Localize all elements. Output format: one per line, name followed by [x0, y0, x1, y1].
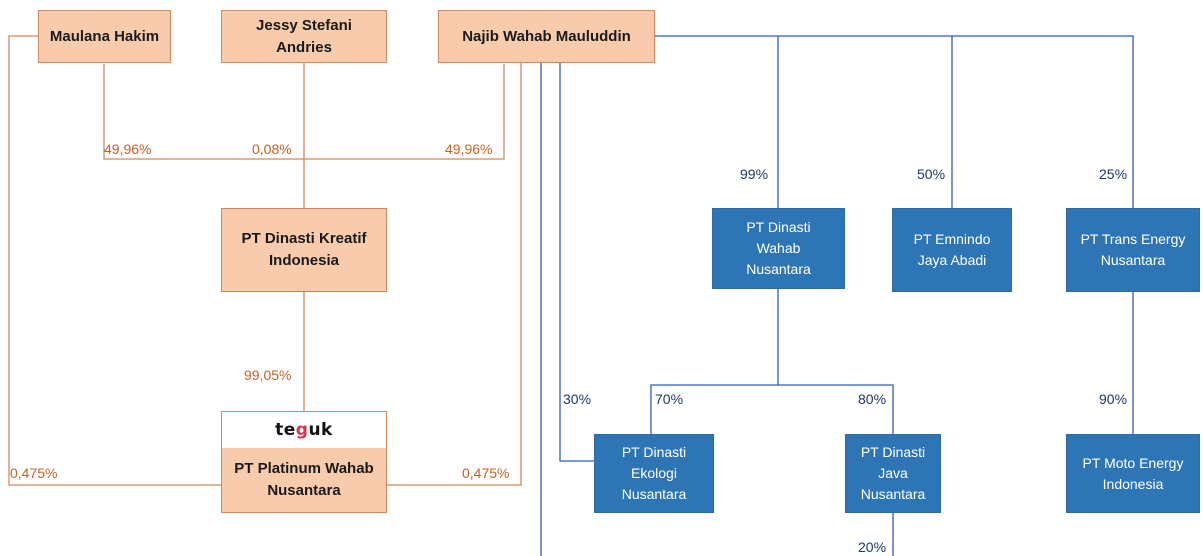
owner-najib-label: Najib Wahab Mauluddin: [462, 27, 631, 45]
teguk-logo-wordmark: teguk: [275, 420, 333, 440]
company-label-line2: Jaya Abadi: [917, 252, 987, 268]
pct-maulana-platinum: 0,475%: [10, 465, 58, 481]
pct-najib-wahab: 99%: [740, 166, 769, 182]
pct-java-bottom: 20%: [858, 539, 887, 555]
company-label-line1: PT Emnindo: [913, 231, 991, 247]
company-label-line2: Ekologi: [631, 465, 677, 481]
company-label-line1: PT Dinasti Kreatif: [241, 230, 367, 247]
pct-najib-ekologi: 30%: [563, 391, 592, 407]
company-moto-energy-indonesia[interactable]: PT Moto Energy Indonesia: [1066, 434, 1200, 513]
pct-wahab-java: 80%: [858, 391, 887, 407]
connector-wahab-to-java: [778, 384, 894, 434]
connector-maulana-to-platinum: [8, 35, 222, 486]
company-dinasti-ekologi-nusantara[interactable]: PT Dinasti Ekologi Nusantara: [594, 434, 714, 513]
pct-najib-trans: 25%: [1099, 166, 1128, 182]
pct-kreatif-platinum: 99,05%: [244, 367, 292, 383]
pct-najib-kreatif: 49,96%: [445, 141, 493, 157]
company-label-line2: Nusantara: [1100, 252, 1166, 268]
company-label-line2: Wahab: [756, 240, 801, 256]
company-label-line2: Indonesia: [1102, 475, 1164, 492]
teguk-logo: teguk: [222, 412, 386, 448]
company-label-line3: Nusantara: [621, 486, 687, 502]
company-label-line1: PT Dinasti: [621, 444, 687, 460]
connector-najib-to-platinum: [387, 62, 522, 486]
company-platinum-wahab-nusantara[interactable]: teguk PT Platinum Wahab Nusantara: [221, 411, 387, 513]
connector-wahab-to-ekologi: [650, 289, 779, 434]
company-label-line1: PT Platinum Wahab: [234, 460, 374, 477]
company-label-line1: PT Trans Energy: [1080, 231, 1186, 247]
pct-wahab-ekologi: 70%: [655, 391, 684, 407]
owner-najib-wahab-mauluddin[interactable]: Najib Wahab Mauluddin: [438, 10, 655, 63]
company-label-line1: PT Dinasti: [860, 444, 926, 460]
pct-najib-emnindo: 50%: [917, 166, 946, 182]
pct-maulana-kreatif: 49,96%: [104, 141, 152, 157]
owner-jessy-label-line1: Jessy Stefani: [256, 16, 352, 34]
company-trans-energy-nusantara[interactable]: PT Trans Energy Nusantara: [1066, 208, 1200, 292]
orange-connectors: [8, 35, 522, 486]
company-label-line3: Nusantara: [860, 486, 926, 502]
owner-maulana-hakim[interactable]: Maulana Hakim: [38, 10, 171, 63]
company-emnindo-jaya-abadi[interactable]: PT Emnindo Jaya Abadi: [892, 208, 1012, 292]
company-label-line2: Indonesia: [268, 252, 339, 269]
company-dinasti-kreatif-indonesia[interactable]: PT Dinasti Kreatif Indonesia: [221, 208, 387, 292]
company-label-line1: PT Dinasti: [746, 219, 811, 235]
owner-jessy-stefani-andries[interactable]: Jessy Stefani Andries: [221, 10, 387, 63]
company-dinasti-java-nusantara[interactable]: PT Dinasti Java Nusantara: [845, 434, 941, 513]
company-dinasti-wahab-nusantara[interactable]: PT Dinasti Wahab Nusantara: [712, 208, 845, 289]
connector-najib-to-ekologi: [559, 62, 594, 462]
connector-najib-to-trans: [655, 35, 1134, 208]
company-label-line1: PT Moto Energy: [1082, 454, 1184, 471]
company-label-line2: Nusantara: [267, 482, 341, 499]
owner-jessy-label-line2: Andries: [276, 38, 332, 56]
company-label-line3: Nusantara: [746, 261, 811, 277]
blue-connectors: [540, 35, 1134, 556]
pct-najib-platinum: 0,475%: [462, 465, 510, 481]
owner-maulana-label: Maulana Hakim: [49, 27, 160, 45]
company-label-line2: Java: [878, 465, 908, 481]
pct-jessy-kreatif: 0,08%: [252, 141, 292, 157]
pct-trans-moto: 90%: [1099, 391, 1128, 407]
